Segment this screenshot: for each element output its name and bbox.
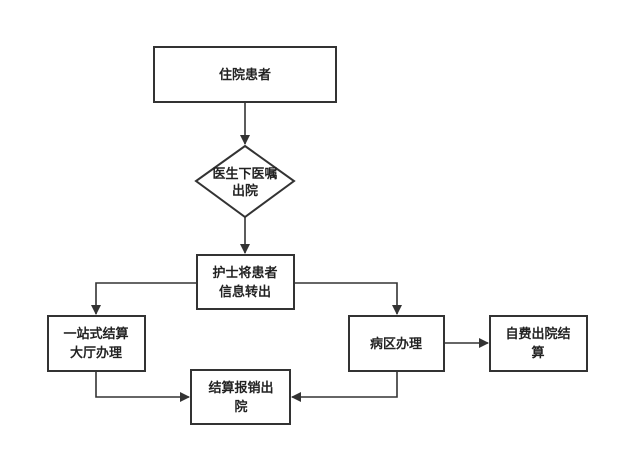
node-doctor-order-label-line1: 医生下医嘱: [212, 166, 277, 182]
node-ward-label: 病区办理: [370, 336, 422, 352]
arrow-onestop-to-settle: [95, 371, 190, 402]
node-doctor-order-label-line2: 出院: [232, 183, 258, 199]
node-inpatient: 住院患者: [153, 46, 337, 103]
arrow-nurse-to-ward: [294, 282, 402, 315]
node-nurse-transfer-label-line2: 信息转出: [219, 284, 271, 300]
node-one-stop: 一站式结算 大厅办理: [47, 315, 146, 372]
node-one-stop-label-line2: 大厅办理: [70, 345, 122, 361]
node-nurse-transfer: 护士将患者 信息转出: [196, 254, 295, 310]
node-inpatient-label: 住院患者: [219, 67, 271, 83]
node-settle-discharge: 结算报销出 院: [190, 369, 291, 425]
node-ward: 病区办理: [348, 315, 445, 372]
node-self-pay-label-line2: 算: [531, 345, 544, 361]
node-settle-discharge-label-line1: 结算报销出: [208, 380, 273, 396]
connectors: [91, 102, 489, 402]
node-doctor-order: 医生下医嘱 出院: [194, 144, 296, 219]
node-self-pay-label-line1: 自费出院结: [505, 326, 570, 342]
node-self-pay: 自费出院结 算: [489, 315, 588, 372]
node-nurse-transfer-label-line1: 护士将患者: [212, 265, 277, 281]
node-settle-discharge-label-line2: 院: [234, 399, 247, 415]
node-one-stop-label-line1: 一站式结算: [63, 326, 128, 342]
arrow-nurse-to-onestop: [91, 282, 197, 315]
arrow-ward-to-settle: [291, 371, 398, 402]
